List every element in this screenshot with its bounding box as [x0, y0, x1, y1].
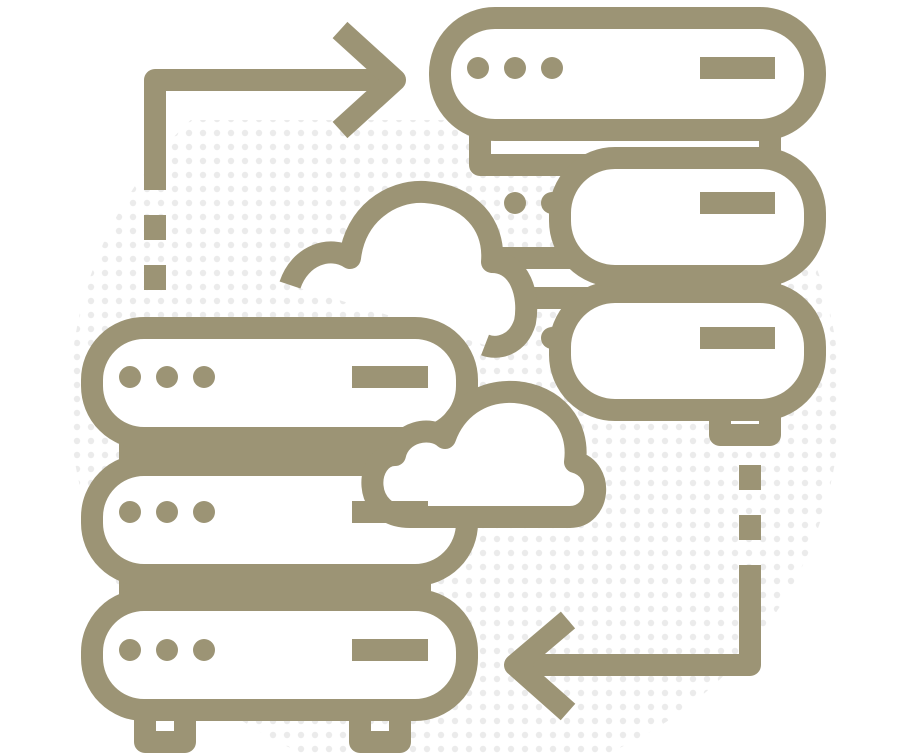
indicator-dots: [119, 57, 563, 661]
cloud-icon: [361, 380, 607, 528]
server-stack-left-icon: [81, 317, 478, 753]
cloud-icon: [279, 180, 538, 358]
indicator-bars: [352, 57, 775, 661]
arrow-right-icon: [144, 21, 406, 290]
arrow-left-icon: [504, 465, 761, 721]
server-stack-right-icon: [429, 7, 826, 446]
